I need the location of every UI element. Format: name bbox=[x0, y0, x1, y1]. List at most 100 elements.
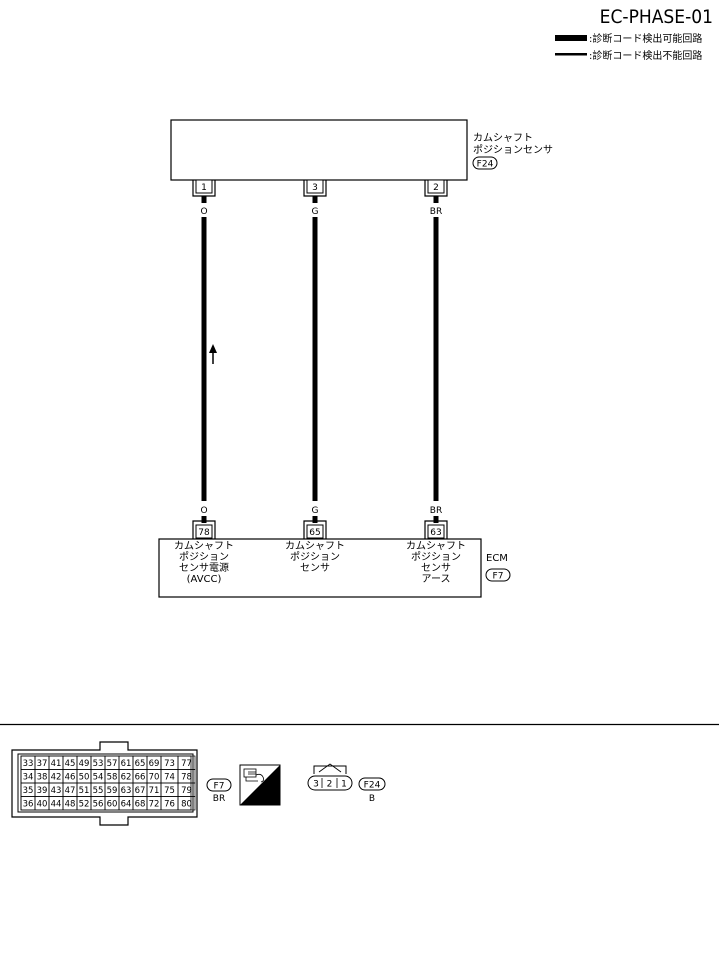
sensor-pin-2: 2 bbox=[424, 179, 448, 197]
f7-cavity-number: 43 bbox=[51, 786, 62, 796]
f7-cavity-number: 41 bbox=[51, 759, 62, 769]
sensor-pin-number: 2 bbox=[433, 183, 439, 193]
ecm-pin-label: ポジション bbox=[290, 551, 340, 563]
wire-br bbox=[433, 217, 439, 501]
f24-face bbox=[307, 775, 353, 791]
f7-cavity-number: 77 bbox=[181, 759, 192, 769]
f24-pin: 2 bbox=[327, 780, 333, 790]
f7-cavity-number: 38 bbox=[37, 773, 48, 783]
f7-color: BR bbox=[213, 794, 225, 804]
legend-thin-text: :診断コード検出不能回路 bbox=[589, 49, 702, 62]
f7-cavity-number: 35 bbox=[23, 786, 34, 796]
sensor-name-line2: ポジションセンサ bbox=[473, 144, 553, 156]
ecm-pin-78: 78 bbox=[192, 520, 216, 539]
f24-pin: 3 bbox=[313, 780, 319, 790]
f7-cavity-number: 37 bbox=[37, 759, 48, 769]
ecm-pin-63: 63 bbox=[424, 520, 448, 539]
diagram-id: EC-PHASE-01 bbox=[600, 6, 713, 28]
f24-color: B bbox=[369, 794, 375, 804]
f7-cavity-number: 78 bbox=[181, 773, 192, 783]
f24-pin: 1 bbox=[341, 780, 347, 790]
f7-cavity-number: 36 bbox=[23, 800, 34, 810]
f7-cavity-number: 80 bbox=[181, 800, 192, 810]
f7-cavity-number: 57 bbox=[107, 759, 118, 769]
legend: :診断コード検出可能回路 :診断コード検出不能回路 bbox=[555, 32, 702, 62]
f7-cavity-number: 69 bbox=[149, 759, 160, 769]
f7-cavity-number: 70 bbox=[149, 773, 160, 783]
wire-color-bottom: O bbox=[200, 506, 207, 516]
sensor-connector-badge bbox=[472, 156, 498, 170]
ecm-box bbox=[158, 538, 482, 598]
harness-side-icon: H.S. bbox=[239, 764, 281, 806]
sensor-name-line1: カムシャフト bbox=[473, 132, 533, 144]
hs-label: H.S. bbox=[256, 794, 277, 804]
f7-cavity-number: 66 bbox=[135, 773, 146, 783]
ecm-connector-code: F7 bbox=[493, 572, 504, 582]
f7-cavity-number: 67 bbox=[135, 786, 146, 796]
wire-color-top: G bbox=[312, 207, 319, 217]
f7-cavity-number: 53 bbox=[93, 759, 104, 769]
f7-cavity-number: 73 bbox=[164, 759, 175, 769]
wire-color-bottom: G bbox=[312, 506, 319, 516]
f7-housing bbox=[11, 741, 198, 826]
f7-cavity-number: 76 bbox=[164, 800, 175, 810]
ecm-pin-label: センサ bbox=[300, 562, 330, 574]
f7-cavity-number: 58 bbox=[107, 773, 118, 783]
f7-cavity-number: 49 bbox=[79, 759, 90, 769]
f7-cavity-number: 79 bbox=[181, 786, 192, 796]
f7-cavity-number: 74 bbox=[164, 773, 175, 783]
ecm-pin-label: ポジション bbox=[179, 551, 229, 563]
f24-code: F24 bbox=[364, 781, 381, 791]
f7-cavity-number: 47 bbox=[65, 786, 76, 796]
f7-cavity-number: 51 bbox=[79, 786, 90, 796]
f7-cavity-number: 50 bbox=[79, 773, 90, 783]
ecm-pin-label: センサ bbox=[421, 562, 451, 574]
f7-cavity-number: 33 bbox=[23, 759, 34, 769]
ecm-pin-number: 63 bbox=[430, 528, 441, 538]
f7-cavity-number: 52 bbox=[79, 800, 90, 810]
f7-cavity-number: 44 bbox=[51, 800, 62, 810]
wires: O G BR O G BR bbox=[200, 196, 442, 523]
ecm-pin-label: カムシャフト bbox=[174, 540, 234, 552]
connector-f24-code: F24 B bbox=[358, 777, 386, 804]
ecm-connector-badge bbox=[485, 568, 511, 582]
f7-cavity-number: 54 bbox=[93, 773, 104, 783]
f7-cavity-number: 42 bbox=[51, 773, 62, 783]
wire-o bbox=[201, 217, 207, 501]
ecm-name: ECM bbox=[486, 553, 508, 564]
f7-cavity-number: 34 bbox=[23, 773, 34, 783]
f7-cavity-number: 46 bbox=[65, 773, 76, 783]
ecm-pin-label: (AVCC) bbox=[187, 574, 222, 585]
ecm-pin-number: 78 bbox=[198, 528, 210, 538]
sensor-box bbox=[170, 119, 468, 181]
legend-thick-text: :診断コード検出可能回路 bbox=[589, 32, 702, 45]
ecm-pin-label: アース bbox=[422, 574, 451, 585]
legend-thin-line bbox=[555, 53, 587, 56]
f7-cavity-number: 39 bbox=[37, 786, 48, 796]
connector-f7-code: F7 BR bbox=[206, 778, 232, 804]
f7-cavity-number: 48 bbox=[65, 800, 76, 810]
f7-cavity-number: 62 bbox=[121, 773, 132, 783]
arrow-up-icon bbox=[209, 344, 217, 364]
f7-cavity-number: 63 bbox=[121, 786, 132, 796]
f7-cavity-number: 59 bbox=[107, 786, 118, 796]
f7-cavity-number: 71 bbox=[149, 786, 160, 796]
f7-cavity-number: 45 bbox=[65, 759, 76, 769]
ecm-pin-label: カムシャフト bbox=[406, 540, 466, 552]
sensor-pin-number: 3 bbox=[312, 183, 318, 193]
f7-cavity-number: 61 bbox=[121, 759, 132, 769]
f7-code: F7 bbox=[214, 782, 225, 792]
f7-cavity-number: 65 bbox=[135, 759, 146, 769]
ecm-pin-number: 65 bbox=[309, 528, 320, 538]
connector-hand-icon bbox=[243, 768, 265, 783]
wire-g bbox=[312, 217, 318, 501]
sensor-pin-3: 3 bbox=[303, 179, 327, 197]
f7-cavity-number: 75 bbox=[164, 786, 175, 796]
f7-cavity-number: 40 bbox=[37, 800, 48, 810]
connector-view-f24: 3 2 1 bbox=[307, 763, 353, 791]
f7-cavity-number: 60 bbox=[107, 800, 118, 810]
ecm-unit: カムシャフト ポジション センサ電源 (AVCC) カムシャフト ポジション セ… bbox=[158, 538, 511, 598]
sensor-connector-code: F24 bbox=[477, 160, 494, 170]
